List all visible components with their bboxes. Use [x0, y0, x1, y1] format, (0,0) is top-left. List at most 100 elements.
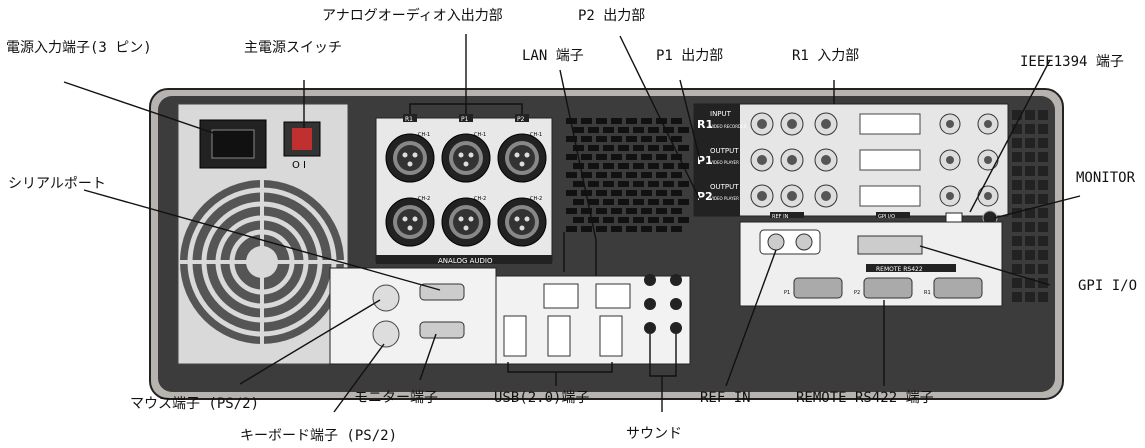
vent-slot — [1025, 222, 1035, 232]
bnc-connector — [750, 148, 774, 172]
vent-slot — [618, 217, 629, 223]
vent-slot — [1038, 250, 1048, 260]
vent-slot — [1038, 138, 1048, 148]
right-vent — [1012, 110, 1048, 302]
label-main-power-switch: 主電源スイッチ — [244, 40, 342, 56]
vent-slot — [648, 145, 659, 151]
power-switch-marks: O I — [292, 160, 306, 171]
vent-slot — [656, 190, 667, 196]
vent-slot — [1012, 110, 1022, 120]
vent-slot — [663, 163, 674, 169]
label-remote-rs422: REMOTE RS422 端子 — [796, 390, 934, 406]
io-plate-2 — [495, 275, 691, 365]
vent-slot — [573, 127, 584, 133]
vent-slot — [611, 208, 622, 214]
row-p2-sub: VIDEO PLAYER — [710, 196, 739, 201]
vent-slot — [618, 163, 629, 169]
vent-slot — [1012, 180, 1022, 190]
vent-slot — [566, 190, 577, 196]
ps2-mouse-port — [372, 284, 400, 312]
vent-slot — [626, 172, 637, 178]
label-power-inlet: 電源入力端子(3 ピン) — [6, 40, 152, 56]
vent-slot — [1012, 292, 1022, 302]
xlr-ch-label: CH-1 — [474, 132, 486, 138]
vent-slot — [1038, 236, 1048, 246]
vent-slot — [663, 127, 674, 133]
vent-slot — [641, 190, 652, 196]
vent-slot — [611, 226, 622, 232]
vent-slot — [588, 163, 599, 169]
vent-slot — [596, 172, 607, 178]
label-p1-output: P1 出力部 — [656, 48, 724, 64]
label-usb-port: USB(2.0)端子 — [494, 390, 590, 406]
xlr-connector — [497, 197, 547, 247]
vent-slot — [656, 226, 667, 232]
vent-slot — [573, 199, 584, 205]
vent-slot — [1038, 180, 1048, 190]
vent-slot — [581, 208, 592, 214]
vent-slot — [671, 208, 682, 214]
vent-slot — [581, 226, 592, 232]
analog-audio-label: ANALOG AUDIO — [438, 257, 493, 265]
label-serial-port: シリアルポート — [8, 176, 106, 192]
usb-ports-2 — [547, 315, 571, 357]
label-monitor: MONITOR — [1076, 170, 1136, 186]
ref-in-connector — [767, 233, 785, 251]
vent-slot — [678, 181, 689, 187]
bnc-connector — [939, 149, 961, 171]
rs422-tag-p1: P1 — [784, 290, 790, 296]
vent-slot — [663, 199, 674, 205]
vent-slot — [1025, 166, 1035, 176]
vent-slot — [656, 136, 667, 142]
vent-slot — [626, 154, 637, 160]
bnc-connector — [939, 113, 961, 135]
vent-slot — [1012, 278, 1022, 288]
label-keyboard-port: キーボード端子 (PS/2) — [240, 428, 398, 444]
vent-slot — [1038, 124, 1048, 134]
vent-slot — [588, 217, 599, 223]
vent-slot — [1038, 264, 1048, 274]
vent-slot — [603, 127, 614, 133]
row-p1-title: OUTPUT — [710, 147, 739, 155]
vent-slot — [641, 136, 652, 142]
label-r1-input: R1 入力部 — [792, 48, 860, 64]
rs422-tag-p2: P2 — [854, 290, 860, 296]
lan-port-1 — [543, 283, 579, 309]
vent-slot — [671, 118, 682, 124]
vent-slot — [648, 217, 659, 223]
vent-slot — [678, 199, 689, 205]
vent-slot — [1038, 292, 1048, 302]
vent-slot — [648, 199, 659, 205]
xlr-connector — [441, 133, 491, 183]
vent-slot — [603, 217, 614, 223]
usb-ports-3 — [599, 315, 623, 357]
leader-lines — [63, 34, 1081, 413]
vent-slot — [566, 208, 577, 214]
vent-slot — [1025, 194, 1035, 204]
ps2-keyboard-port — [372, 320, 400, 348]
vent-slot — [1025, 124, 1035, 134]
row-r1-title: INPUT — [710, 110, 732, 118]
bnc-connector — [814, 112, 838, 136]
vent-slot — [596, 190, 607, 196]
vent-slot — [641, 118, 652, 124]
label-gpi-io: GPI I/O — [1078, 278, 1138, 294]
vent-slot — [596, 118, 607, 124]
ref-in-panel-label: REF IN — [772, 214, 789, 220]
vent-slot — [573, 217, 584, 223]
vent-slot — [611, 118, 622, 124]
vent-slot — [603, 145, 614, 151]
label-lan-port: LAN 端子 — [522, 48, 584, 64]
vent-grid — [566, 118, 689, 232]
vent-slot — [656, 208, 667, 214]
vent-slot — [633, 181, 644, 187]
rs422-tag-r1: R1 — [924, 290, 931, 296]
vent-slot — [1038, 208, 1048, 218]
vent-slot — [618, 181, 629, 187]
vent-slot — [588, 199, 599, 205]
vent-slot — [626, 136, 637, 142]
row-p1-sub: VIDEO PLAYER — [710, 160, 739, 165]
vent-slot — [1012, 236, 1022, 246]
vent-slot — [1025, 236, 1035, 246]
